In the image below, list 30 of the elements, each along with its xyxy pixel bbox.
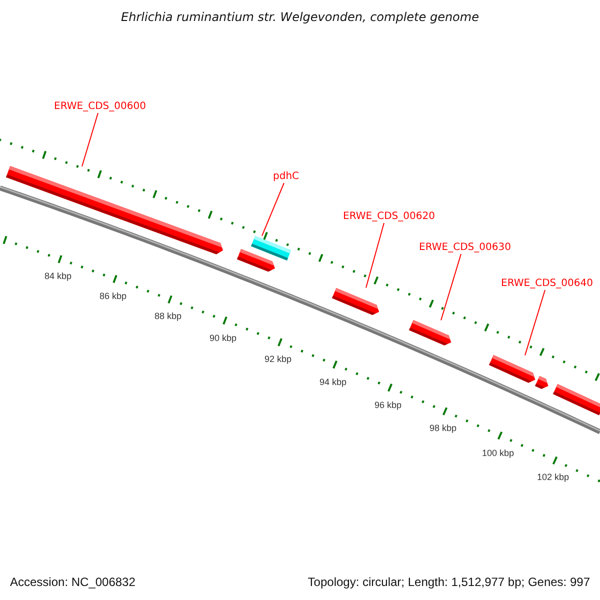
gene-feature [489, 355, 536, 384]
leader-line [366, 222, 384, 288]
gene-feature [535, 376, 548, 389]
gene-label: ERWE_CDS_00620 [343, 210, 435, 223]
diagram-title: Ehrlichia ruminantium str. Welgevonden, complete genome [120, 10, 480, 24]
tick-label: 88 kbp [154, 311, 182, 322]
gene-feature [553, 384, 600, 416]
leader-line [524, 290, 546, 356]
leader-line [82, 112, 98, 167]
tick-label: 90 kbp [209, 332, 237, 343]
gene-label: ERWE_CDS_00630 [419, 241, 511, 254]
gene-feature [251, 236, 292, 260]
tick-label: 92 kbp [264, 354, 292, 364]
footer-text: Topology: circular; Length: 1,512,977 bp; Genes: 997 [308, 575, 590, 589]
tick-label: 100 kbp [482, 448, 514, 458]
gene-feature [6, 166, 224, 255]
tick-label: 86 kbp [99, 290, 127, 301]
tick-label: 102 kbp [536, 472, 570, 482]
tick-label: 98 kbp [429, 423, 457, 434]
gene-feature [332, 288, 379, 315]
gene-feature [408, 320, 452, 346]
leader-line [262, 182, 284, 236]
tick-label: 94 kbp [319, 376, 347, 387]
footer-text: Accession: NC_006832 [10, 575, 136, 589]
tick-label: 96 kbp [374, 400, 402, 410]
leader-line [440, 254, 462, 321]
gene-label: ERWE_CDS_00600 [54, 100, 146, 113]
gene-label: ERWE_CDS_00640 [501, 277, 593, 290]
gene-label: pdhC [273, 170, 299, 183]
tick-label: 84 kbp [44, 271, 72, 282]
